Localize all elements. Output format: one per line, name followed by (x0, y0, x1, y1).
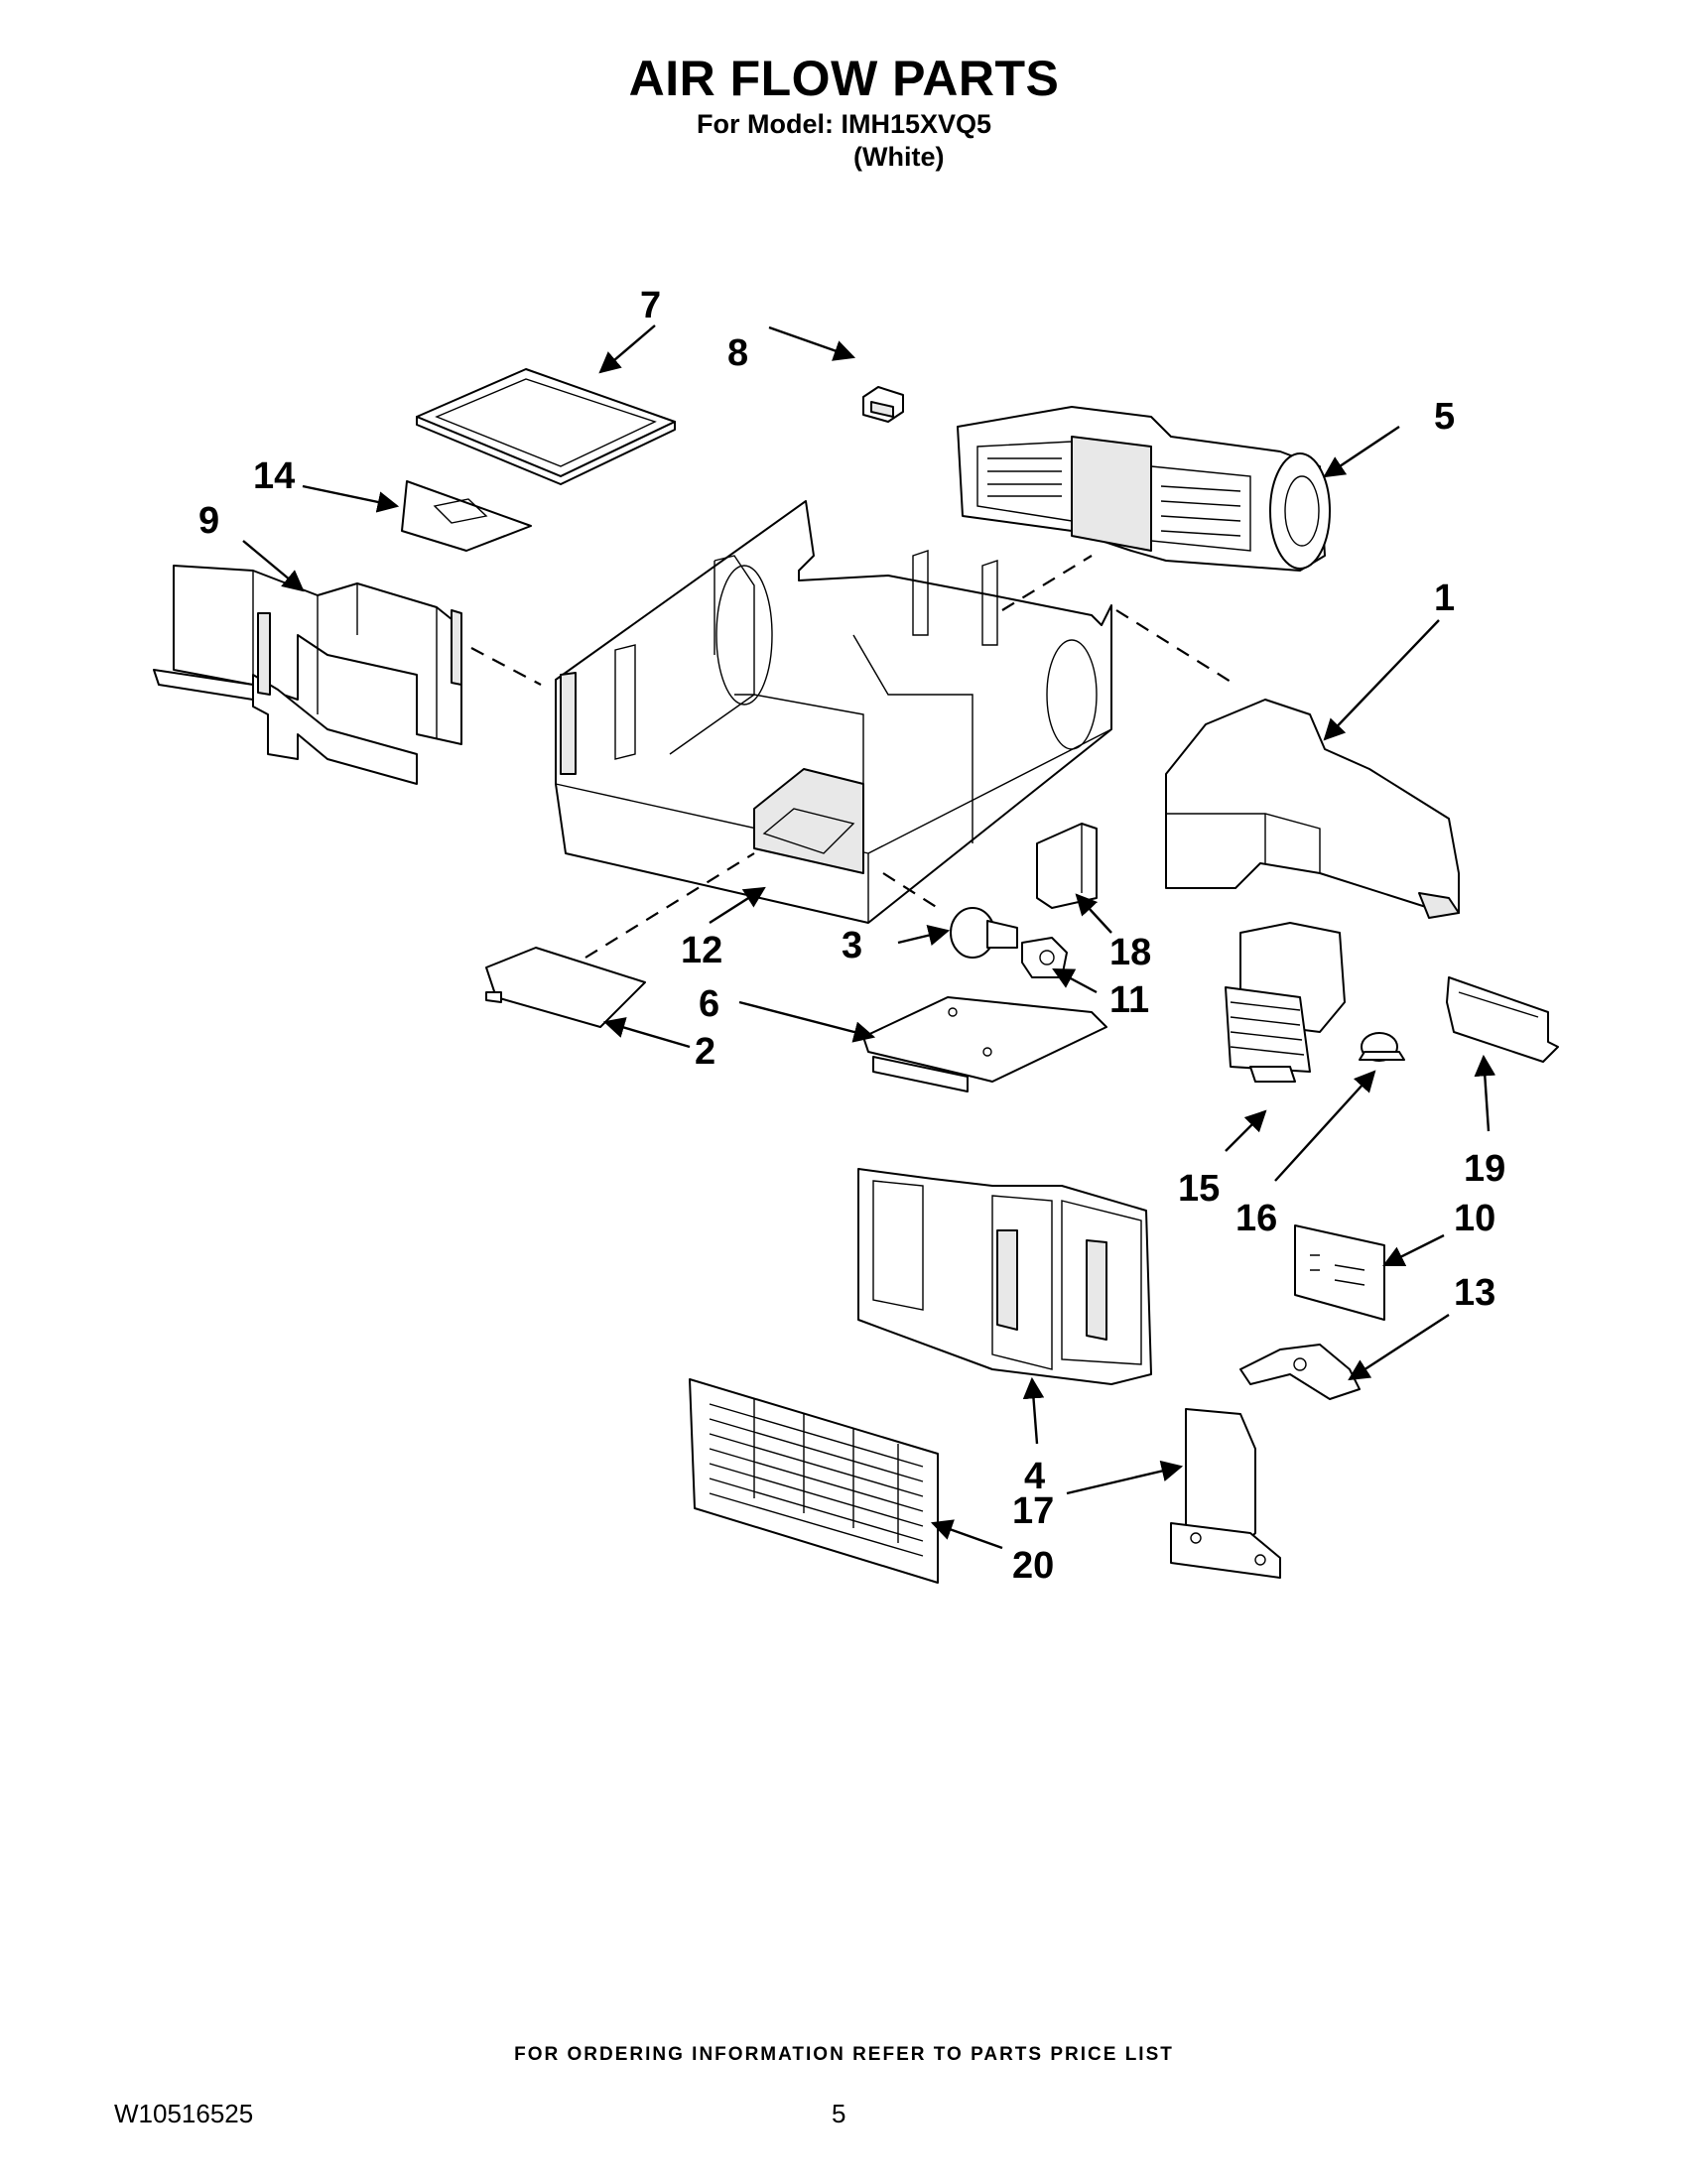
part-10-label (1294, 1224, 1385, 1321)
document-number: W10516525 (114, 2099, 254, 2128)
page-title: AIR FLOW PARTS (628, 51, 1060, 106)
part-1-air-guide (1165, 699, 1460, 919)
part-4-grille-housing (857, 1168, 1152, 1385)
part-8-connector (862, 386, 904, 423)
callout-12: 12 (681, 930, 722, 971)
callout-10: 10 (1454, 1198, 1495, 1239)
model-line: For Model: IMH15XVQ5 (696, 109, 992, 139)
part-7-filter (416, 368, 676, 485)
callout-18: 18 (1109, 932, 1151, 973)
callout-5: 5 (1434, 396, 1455, 438)
callout-9: 9 (198, 500, 219, 542)
ordering-note: FOR ORDERING INFORMATION REFER TO PARTS … (514, 2044, 1174, 2065)
callout-14: 14 (253, 455, 295, 497)
page-number: 5 (832, 2099, 846, 2128)
part-18-bracket (1036, 823, 1098, 909)
callout-16: 16 (1235, 1198, 1277, 1239)
part-3-lamp (950, 907, 1018, 959)
part-5-blower (957, 406, 1331, 572)
callout-15: 15 (1178, 1168, 1220, 1210)
callout-8: 8 (727, 332, 748, 374)
part-14-plate (401, 480, 532, 552)
callout-6: 6 (699, 983, 719, 1025)
color-line: (White) (853, 142, 945, 172)
callout-7: 7 (640, 285, 661, 326)
part-15-transformer (1225, 922, 1346, 1083)
callout-4: 4 (1024, 1456, 1045, 1497)
callout-19: 19 (1464, 1148, 1505, 1190)
part-2-plate (485, 947, 646, 1028)
callout-labels: 7 8 5 14 9 1 12 3 18 11 6 2 15 16 19 10 … (198, 285, 1505, 1587)
callout-20: 20 (1012, 1545, 1054, 1587)
part-20-grille (689, 1378, 939, 1584)
callout-1: 1 (1434, 578, 1455, 619)
part-9-duct (153, 565, 462, 785)
leader-arrows (242, 324, 1496, 1550)
part-13-bracket (1239, 1344, 1361, 1400)
callout-17: 17 (1012, 1490, 1054, 1532)
part-16-thermostat (1359, 1032, 1405, 1062)
part-17-duct-piece (1170, 1408, 1281, 1579)
cavity-base-frame (555, 500, 1112, 924)
callout-3: 3 (842, 925, 862, 966)
part-19-bracket (1446, 976, 1559, 1063)
part-6-cover (862, 996, 1107, 1092)
callout-13: 13 (1454, 1272, 1495, 1314)
callout-2: 2 (695, 1031, 715, 1073)
callout-11: 11 (1109, 979, 1149, 1021)
assembly-dashed-lines (470, 555, 1236, 959)
